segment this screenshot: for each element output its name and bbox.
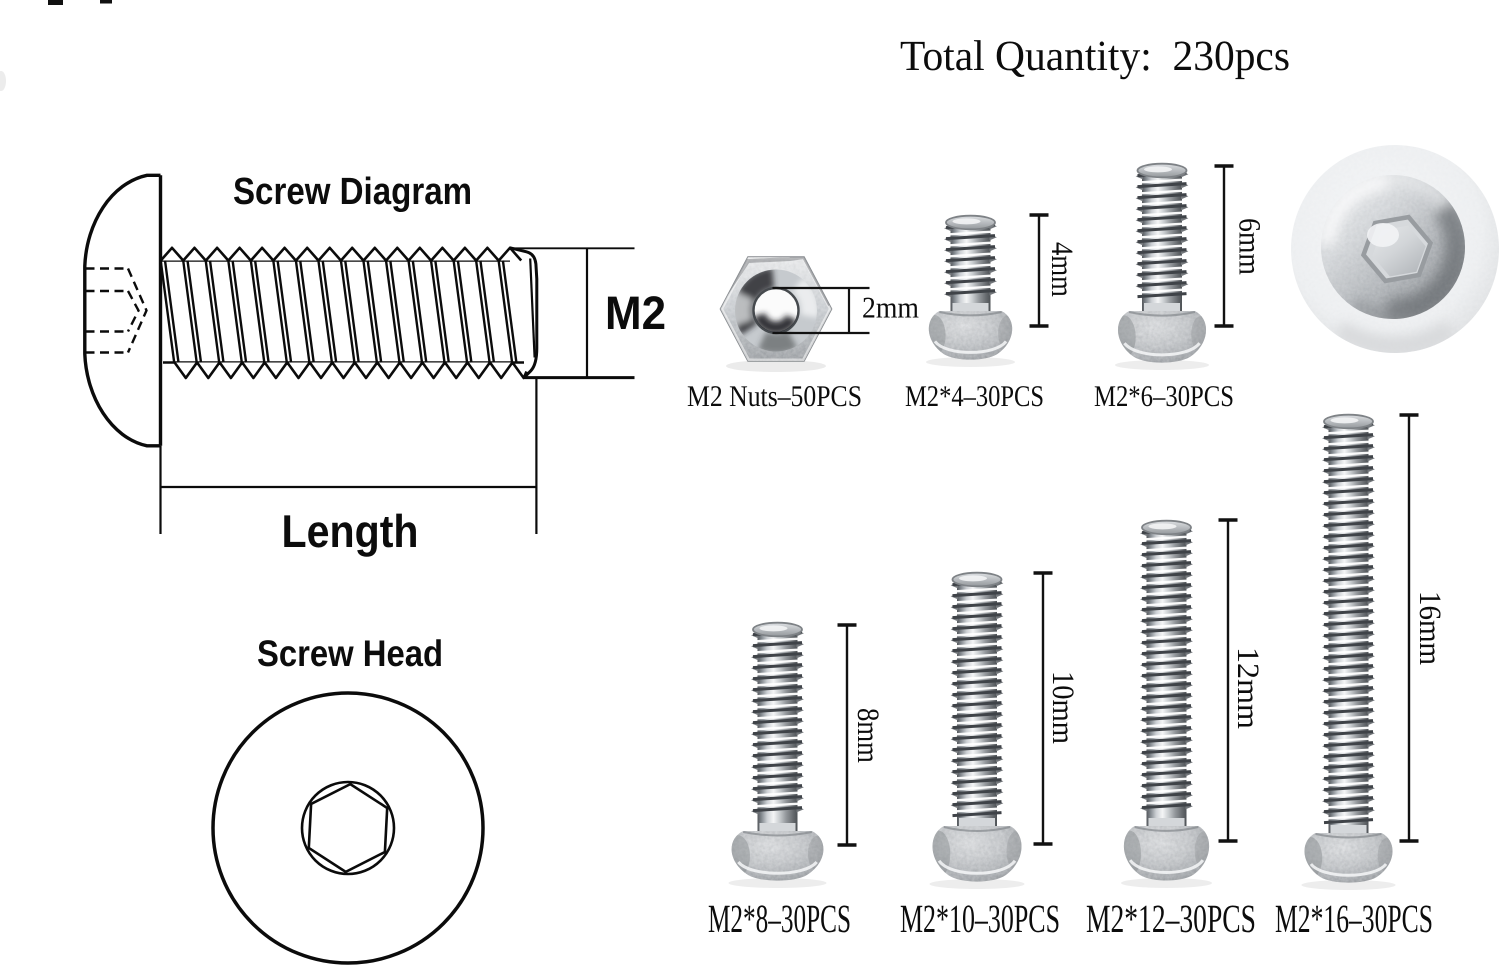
svg-text:M2*8–30PCS: M2*8–30PCS [708,896,851,941]
svg-text:M2: M2 [605,286,666,339]
svg-text:4mm: 4mm [1045,242,1080,297]
svg-text:2mm: 2mm [862,292,919,325]
svg-text:M2*12–30PCS: M2*12–30PCS [1086,896,1256,941]
svg-text:16mm: 16mm [1413,591,1448,665]
svg-text:10mm: 10mm [1046,671,1081,744]
svg-text:8mm: 8mm [851,708,886,763]
svg-text:M2 Nuts–50PCS: M2 Nuts–50PCS [687,380,862,413]
svg-text:Total Quantity: 230pcs: Total Quantity: 230pcs [900,33,1290,80]
svg-text:Length: Length [282,505,419,557]
svg-text:M2*10–30PCS: M2*10–30PCS [900,896,1060,941]
svg-text:12mm: 12mm [1231,647,1266,729]
svg-text:Screw Diagram: Screw Diagram [233,171,472,213]
svg-text:M2*16–30PCS: M2*16–30PCS [1275,896,1433,941]
svg-text:M2*4–30PCS: M2*4–30PCS [905,380,1044,413]
svg-text:M2*6–30PCS: M2*6–30PCS [1094,380,1234,413]
svg-text:Screw Head: Screw Head [257,633,443,674]
svg-text:6mm: 6mm [1233,218,1268,275]
